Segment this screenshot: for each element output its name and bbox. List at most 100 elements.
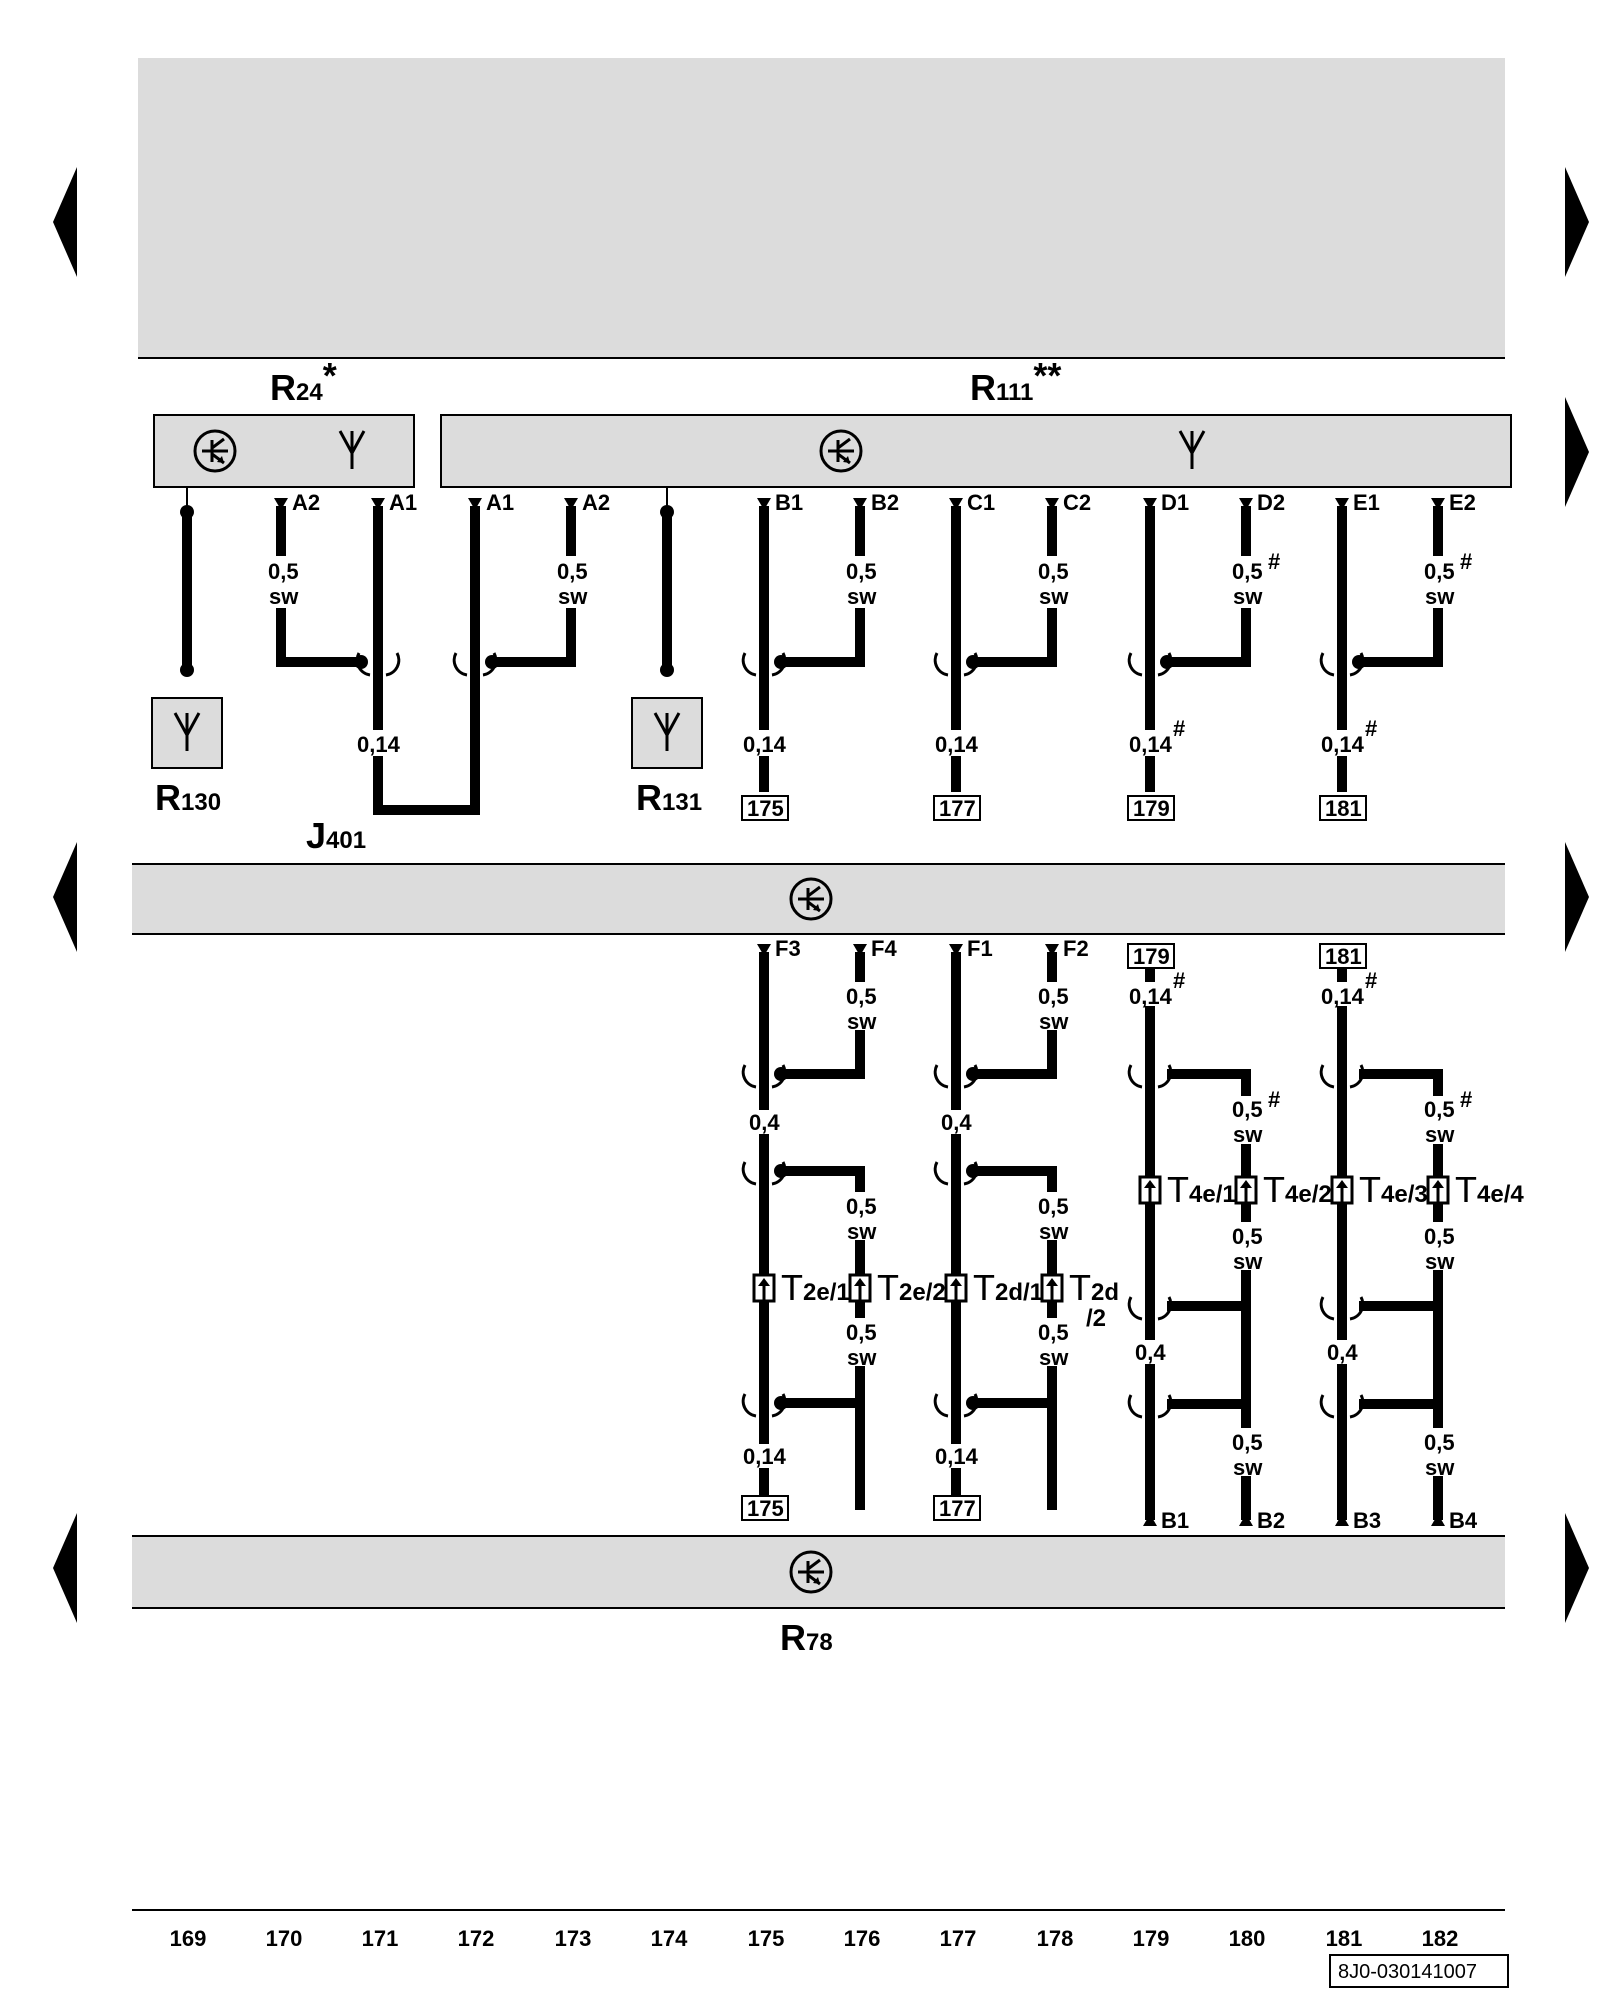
- pin-label: A2: [292, 490, 320, 515]
- connector-pin-icon: [944, 1273, 968, 1303]
- track-number: 173: [555, 1926, 592, 1951]
- wiring-section-upper: [182, 506, 1443, 815]
- ref-box-175[interactable]: 175: [741, 795, 789, 821]
- wire-color: sw: [1039, 584, 1069, 609]
- track-number: 180: [1229, 1926, 1266, 1951]
- pin-label: F4: [871, 936, 897, 961]
- footnote-mark: #: [1173, 716, 1185, 741]
- wire-gauge: 0,5: [846, 984, 877, 1009]
- page-back-arrow-icon[interactable]: [53, 1513, 77, 1623]
- track-number: 177: [940, 1926, 977, 1951]
- wire-gauge: 0,5: [1232, 1097, 1263, 1122]
- wire-gauge: 0,14: [1321, 732, 1365, 757]
- ref-box-179[interactable]: 179: [1127, 943, 1175, 969]
- pin-label: B1: [1161, 1508, 1189, 1533]
- wire-gauge: 0,5: [1038, 1194, 1069, 1219]
- wire-gauge: 0,4: [749, 1110, 780, 1135]
- ref-box-179[interactable]: 179: [1127, 795, 1175, 821]
- wire-gauge: 0,5: [1424, 559, 1455, 584]
- connector-label-t2e2: T2e/2: [877, 1267, 946, 1308]
- connector-label-t4e2: T4e/2: [1263, 1169, 1332, 1210]
- wire-color: sw: [269, 584, 299, 609]
- pin-label: E1: [1353, 490, 1380, 515]
- svg-text:175: 175: [747, 796, 784, 821]
- connector-pin-icon: [1426, 1175, 1450, 1205]
- pin-label: C1: [967, 490, 995, 515]
- wire-color: sw: [1425, 584, 1455, 609]
- component-label-r131: R131: [636, 777, 702, 818]
- footnote-mark: #: [1268, 1087, 1280, 1112]
- footnote-mark: #: [1365, 968, 1377, 993]
- wire-color: sw: [1425, 1455, 1455, 1480]
- footnote-mark: #: [1268, 549, 1280, 574]
- svg-text:177: 177: [939, 796, 976, 821]
- page-back-arrow-icon[interactable]: [53, 842, 77, 952]
- connector-label-t4e1: T4e/1: [1167, 1169, 1236, 1210]
- track-number: 181: [1326, 1926, 1363, 1951]
- wire-gauge: 0,14: [743, 1444, 787, 1469]
- pin-label: B2: [1257, 1508, 1285, 1533]
- pin-label: A1: [389, 490, 417, 515]
- track-number: 169: [170, 1926, 207, 1951]
- footnote-mark: #: [1460, 549, 1472, 574]
- wire-gauge: 0,14: [1129, 984, 1173, 1009]
- wire-gauge: 0,14: [357, 732, 401, 757]
- pin-label: B1: [775, 490, 803, 515]
- wire-color: sw: [847, 584, 877, 609]
- ref-box-181[interactable]: 181: [1319, 943, 1367, 969]
- wire-gauge: 0,5: [1232, 1430, 1263, 1455]
- wire-color: sw: [847, 1009, 877, 1034]
- wire-gauge: 0,5: [1424, 1430, 1455, 1455]
- wire-gauge: 0,5: [268, 559, 299, 584]
- wire-gauge: 0,5: [846, 1320, 877, 1345]
- connector-label-t2e1: T2e/1: [781, 1267, 850, 1308]
- wire-color: sw: [1039, 1219, 1069, 1244]
- wire-gauge: 0,5: [1424, 1224, 1455, 1249]
- wire-gauge: 0,4: [1135, 1340, 1166, 1365]
- ref-box-175[interactable]: 175: [741, 1495, 789, 1521]
- wire-color: sw: [847, 1345, 877, 1370]
- wire-color: sw: [1425, 1122, 1455, 1147]
- page-back-arrow-icon[interactable]: [53, 167, 77, 277]
- page-forward-arrow-icon[interactable]: [1565, 842, 1589, 952]
- track-number: 176: [844, 1926, 881, 1951]
- track-number: 179: [1133, 1926, 1170, 1951]
- wire-gauge: 0,5: [1038, 559, 1069, 584]
- ref-box-181[interactable]: 181: [1319, 795, 1367, 821]
- wire-color: sw: [1233, 1122, 1263, 1147]
- connector-label-t4e3: T4e/3: [1359, 1169, 1428, 1210]
- wire-gauge: 0,14: [1129, 732, 1173, 757]
- pin-label: E2: [1449, 490, 1476, 515]
- component-box-r111[interactable]: [440, 414, 1512, 488]
- wire-gauge: 0,14: [935, 732, 979, 757]
- wire-color: sw: [1233, 1455, 1263, 1480]
- connector-pin-icon: [1040, 1273, 1064, 1303]
- ref-box-177[interactable]: 177: [933, 1495, 981, 1521]
- ref-box-177[interactable]: 177: [933, 795, 981, 821]
- connector-label-t4e4: T4e/4: [1455, 1169, 1524, 1210]
- connector-pin-icon: [848, 1273, 872, 1303]
- component-label-r24: R24*: [270, 355, 337, 408]
- wire-gauge: 0,5: [557, 559, 588, 584]
- component-box-r24[interactable]: [153, 414, 415, 488]
- connector-label-t2d2: T2d: [1069, 1267, 1119, 1308]
- wire-gauge: 0,5: [1232, 559, 1263, 584]
- pin-label: F1: [967, 936, 993, 961]
- connector-label-t2d1: T2d/1: [973, 1267, 1043, 1308]
- pin-label: B3: [1353, 1508, 1381, 1533]
- pin-label: B4: [1449, 1508, 1478, 1533]
- track-number: 182: [1422, 1926, 1459, 1951]
- wire-gauge: 0,4: [941, 1110, 972, 1135]
- svg-text:181: 181: [1325, 796, 1362, 821]
- page-forward-arrow-icon[interactable]: [1565, 1513, 1589, 1623]
- wire-gauge: 0,5: [1424, 1097, 1455, 1122]
- track-number: 175: [748, 1926, 785, 1951]
- current-track-scale: 169 170 171 172 173 174 175 176 177 178 …: [170, 1926, 1459, 1951]
- track-number: 170: [266, 1926, 303, 1951]
- page-forward-arrow-icon[interactable]: [1565, 167, 1589, 277]
- connector-pin-icon: [1330, 1175, 1354, 1205]
- wire-gauge: 0,5: [846, 1194, 877, 1219]
- svg-text:179: 179: [1133, 944, 1170, 969]
- page-forward-arrow-icon[interactable]: [1565, 397, 1589, 507]
